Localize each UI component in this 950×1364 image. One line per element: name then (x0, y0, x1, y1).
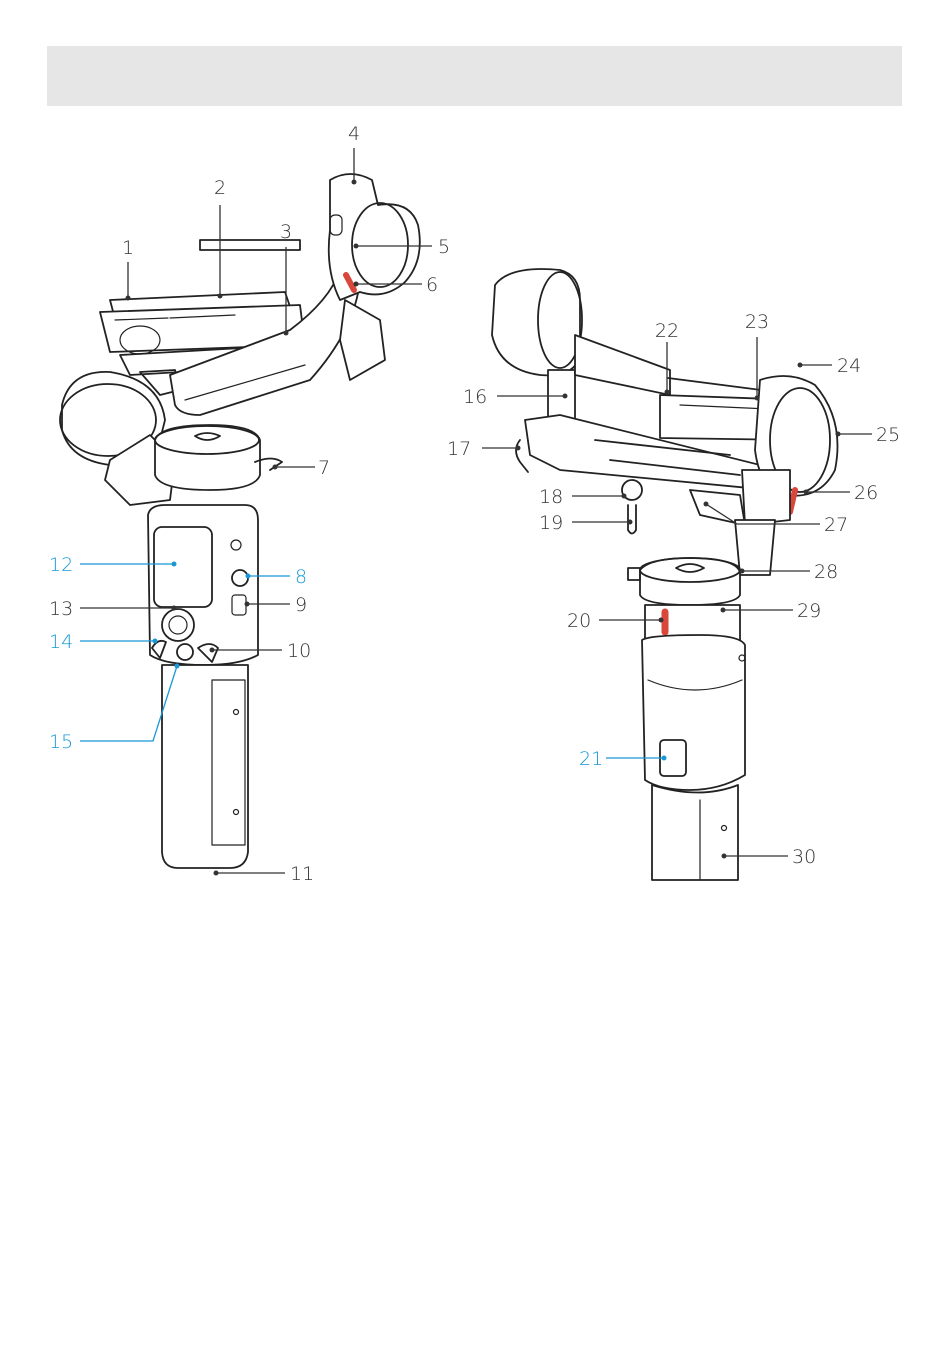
callout-c15: 15 (49, 664, 180, 754)
callout-label: 5 (438, 236, 450, 258)
callout-label: 20 (567, 610, 591, 632)
callout-label: 1 (122, 237, 134, 259)
callout-label: 12 (49, 554, 73, 576)
callout-label: 11 (290, 863, 314, 885)
callout-c1: 1 (122, 237, 134, 301)
callout-c2: 2 (214, 177, 226, 299)
callout-label: 3 (280, 221, 292, 243)
callout-label: 7 (318, 457, 330, 479)
callout-label: 25 (876, 424, 900, 446)
callout-label: 23 (745, 311, 769, 333)
handle-grip (162, 665, 248, 868)
callout-label: 18 (539, 486, 563, 508)
rear-knob-17 (516, 440, 528, 472)
callout-label: 8 (295, 566, 307, 588)
tilt-motor (329, 174, 420, 300)
callout-label: 22 (655, 320, 679, 342)
rear-slot-19 (628, 505, 636, 534)
callout-label: 6 (426, 274, 438, 296)
callout-label: 27 (824, 514, 848, 536)
callout-label: 29 (797, 600, 821, 622)
callout-c19: 19 (539, 512, 633, 534)
callout-label: 16 (463, 386, 487, 408)
callout-c17: 17 (447, 438, 521, 460)
callout-label: 10 (287, 640, 311, 662)
callout-c14: 14 (49, 631, 158, 653)
callout-label: 4 (348, 123, 360, 145)
callout-label: 26 (854, 482, 878, 504)
callout-label: 28 (814, 561, 838, 583)
rear-tilt-motor (492, 269, 580, 375)
callout-c25: 25 (836, 424, 901, 446)
callout-label: 21 (579, 748, 603, 770)
roll-motor (155, 425, 260, 490)
callout-c7: 7 (273, 457, 331, 479)
callout-c18: 18 (539, 486, 627, 508)
callout-label: 15 (49, 731, 73, 753)
rear-grip (652, 785, 738, 880)
callout-c24: 24 (798, 355, 862, 377)
gimbal-rear-view (492, 269, 838, 880)
callout-label: 17 (447, 438, 471, 460)
gimbal-front-view (60, 174, 420, 868)
callout-label: 2 (214, 177, 226, 199)
callout-label: 13 (49, 598, 73, 620)
callout-label: 30 (792, 846, 816, 868)
callout-label: 19 (539, 512, 563, 534)
callout-label: 14 (49, 631, 73, 653)
callout-label: 9 (295, 594, 307, 616)
callout-label: 24 (837, 355, 861, 377)
rear-handle (642, 635, 745, 790)
